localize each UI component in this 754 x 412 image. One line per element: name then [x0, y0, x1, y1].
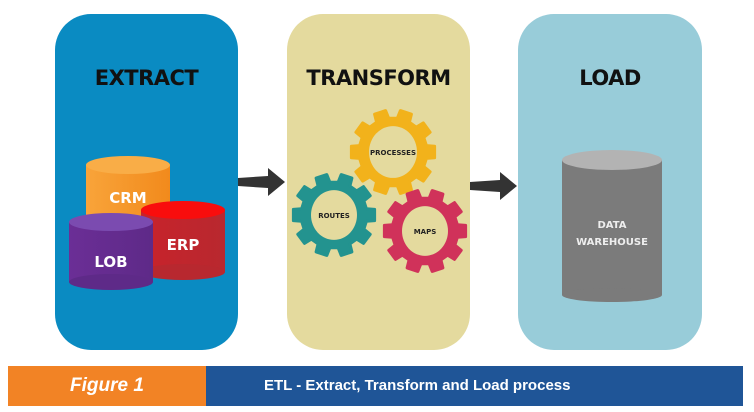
data-warehouse-icon: DATA WAREHOUSE — [562, 150, 662, 302]
routes-label: ROUTES — [318, 212, 350, 220]
lob-label: LOB — [94, 253, 127, 271]
load-title: LOAD — [579, 66, 641, 90]
maps-gear-icon — [382, 189, 468, 273]
gear-hole — [369, 126, 417, 178]
figure-caption: ETL - Extract, Transform and Load proces… — [206, 366, 743, 406]
gear-hole — [311, 190, 357, 240]
extract-title: EXTRACT — [94, 66, 199, 90]
arrow-transform-to-load-icon — [470, 172, 517, 200]
data-warehouse-label-line1: DATA — [597, 220, 626, 231]
lob-database-icon: LOB — [69, 213, 153, 290]
data-warehouse-label-line2: WAREHOUSE — [576, 237, 648, 248]
figure-label: Figure 1 — [8, 366, 206, 406]
processes-gear-icon — [349, 109, 437, 195]
processes-label: PROCESSES — [370, 149, 416, 157]
erp-database-icon: ERP — [141, 201, 225, 280]
gear-hole — [402, 206, 448, 256]
erp-label: ERP — [167, 236, 200, 254]
routes-gear-icon — [291, 173, 377, 257]
crm-label: CRM — [109, 189, 147, 207]
arrow-extract-to-transform-icon — [238, 168, 285, 196]
maps-label: MAPS — [414, 228, 437, 236]
transform-title: TRANSFORM — [306, 66, 451, 90]
